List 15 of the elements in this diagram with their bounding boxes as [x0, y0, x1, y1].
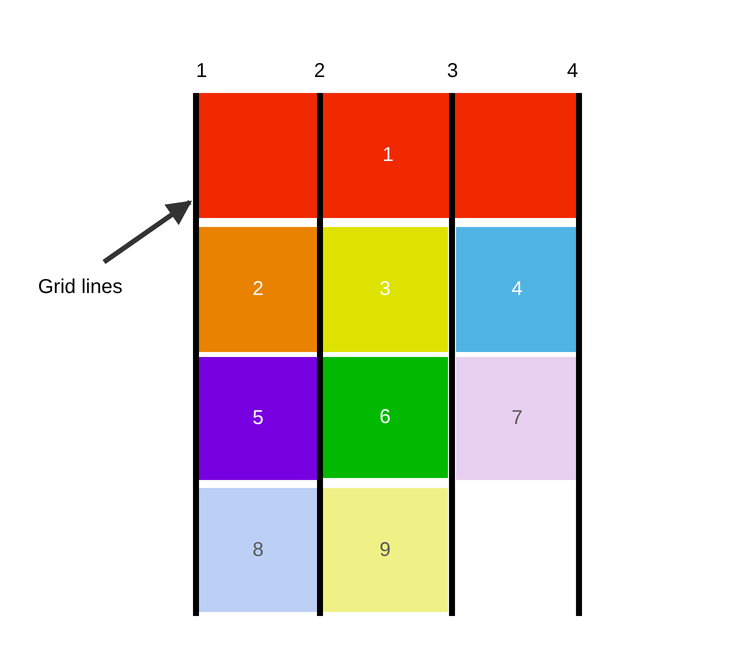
grid-item: 5 — [198, 357, 318, 480]
line-number: 4 — [567, 60, 578, 82]
arrow — [102, 200, 192, 264]
callout-text: Grid lines — [38, 276, 122, 299]
line-number: 2 — [314, 60, 326, 82]
grid-item: 4 — [456, 227, 578, 352]
grid-item: 2 — [198, 227, 318, 352]
line-number: 3 — [447, 60, 458, 82]
grid-item: 1 — [198, 93, 578, 218]
grid-item: 6 — [322, 357, 448, 478]
line-number: 1 — [196, 60, 208, 82]
grid-item: 9 — [322, 488, 448, 612]
grid-item: 3 — [322, 227, 448, 352]
grid-item: 7 — [456, 357, 578, 480]
grid-item: 8 — [198, 488, 318, 612]
